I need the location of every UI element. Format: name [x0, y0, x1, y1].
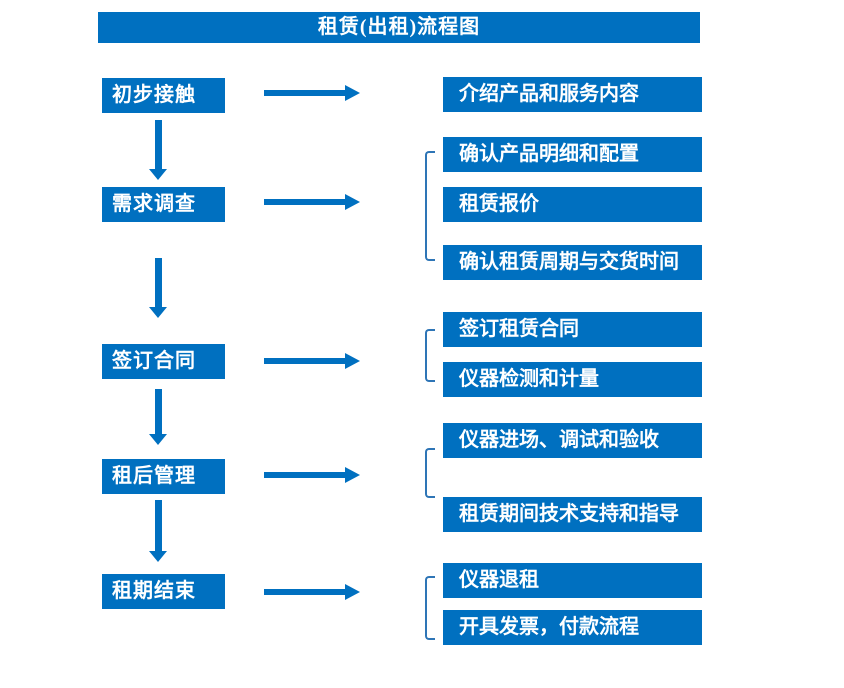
right-arrow-icon: [264, 194, 360, 210]
step-box-lease-end: 租期结束: [102, 574, 225, 609]
right-arrow-icon: [264, 353, 360, 369]
detail-box-instrument-entry: 仪器进场、调试和验收: [443, 423, 702, 458]
right-arrow-icon: [264, 85, 360, 101]
step-box-post-rental: 租后管理: [102, 459, 225, 494]
detail-box-confirm-details: 确认产品明细和配置: [443, 137, 702, 172]
detail-box-instrument-return: 仪器退租: [443, 563, 702, 598]
detail-box-instrument-testing: 仪器检测和计量: [443, 362, 702, 397]
detail-box-sign-rental-contract: 签订租赁合同: [443, 312, 702, 347]
detail-box-confirm-period: 确认租赁周期与交货时间: [443, 245, 702, 280]
down-arrow-icon: [149, 500, 167, 562]
detail-box-rental-quote: 租赁报价: [443, 187, 702, 222]
step-box-initial-contact: 初步接触: [102, 78, 225, 113]
step-box-sign-contract: 签订合同: [102, 344, 225, 379]
group-bracket-demand-survey: [425, 151, 435, 261]
flowchart-title: 租赁(出租)流程图: [98, 12, 700, 43]
detail-box-tech-support: 租赁期间技术支持和指导: [443, 497, 702, 532]
detail-box-introduce-products: 介绍产品和服务内容: [443, 77, 702, 112]
detail-box-invoice-payment: 开具发票，付款流程: [443, 610, 702, 645]
group-bracket-sign-contract: [425, 329, 435, 382]
down-arrow-icon: [149, 120, 167, 180]
down-arrow-icon: [149, 258, 167, 318]
right-arrow-icon: [264, 467, 360, 483]
group-bracket-lease-end: [425, 576, 435, 640]
step-box-demand-survey: 需求调查: [102, 187, 225, 222]
down-arrow-icon: [149, 389, 167, 445]
group-bracket-post-rental: [425, 448, 435, 498]
right-arrow-icon: [264, 584, 360, 600]
